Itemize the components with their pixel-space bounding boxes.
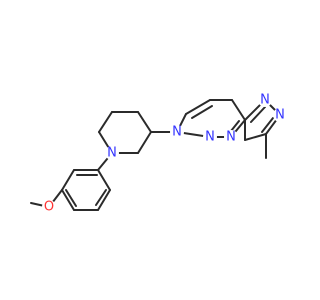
background-n-pyridazine-b bbox=[224, 130, 238, 144]
bond-triazole-4 bbox=[244, 133, 267, 141]
background-n-triazole-1 bbox=[258, 93, 272, 107]
bond-triazole-double-1 bbox=[250, 106, 266, 123]
molecule-diagram: N N N N N N O bbox=[0, 0, 300, 300]
bond-benzene-double-3 bbox=[95, 189, 107, 206]
atom-label-n-pyridazine-b: N bbox=[226, 130, 236, 145]
bond-pyridazine-4 bbox=[231, 99, 246, 121]
canvas-background bbox=[0, 0, 300, 300]
bond-piperazine-3 bbox=[98, 111, 113, 133]
bond-benzene-3 bbox=[61, 189, 75, 211]
bond-benzene-double-2 bbox=[65, 189, 77, 207]
atom-label-n-pip-bottom: N bbox=[107, 146, 117, 161]
background-n-pyridazine-a bbox=[203, 130, 217, 144]
atom-label-n-pyridazine-a: N bbox=[205, 130, 215, 145]
atom-label-n-triazole-1: N bbox=[260, 93, 270, 108]
background-n-triazole-2 bbox=[273, 108, 287, 122]
bond-piperazine-6 bbox=[137, 131, 152, 154]
atom-label-backgrounds bbox=[42, 93, 287, 214]
bond-benzene-6 bbox=[97, 169, 111, 191]
bond-benzene-2 bbox=[61, 169, 75, 191]
bond-triazole-double-2 bbox=[261, 117, 274, 133]
atom-label-n-triazole-2: N bbox=[275, 108, 285, 123]
bond-pyridazine-double-1 bbox=[191, 105, 213, 119]
atom-label-o-methoxy: O bbox=[44, 200, 54, 215]
bond-pyridazine-double-2 bbox=[230, 120, 240, 132]
background-n-pip-bottom bbox=[105, 146, 119, 160]
bond-pyridazine-2 bbox=[185, 99, 211, 115]
bond-benzene-5 bbox=[97, 189, 111, 211]
atom-labels: N N N N N N O bbox=[44, 93, 285, 215]
background-o-methoxy bbox=[42, 200, 56, 214]
atom-label-n-pip-top: N bbox=[172, 125, 182, 140]
background-n-pip-top bbox=[170, 125, 184, 139]
bond-piperazine-1 bbox=[137, 111, 152, 133]
